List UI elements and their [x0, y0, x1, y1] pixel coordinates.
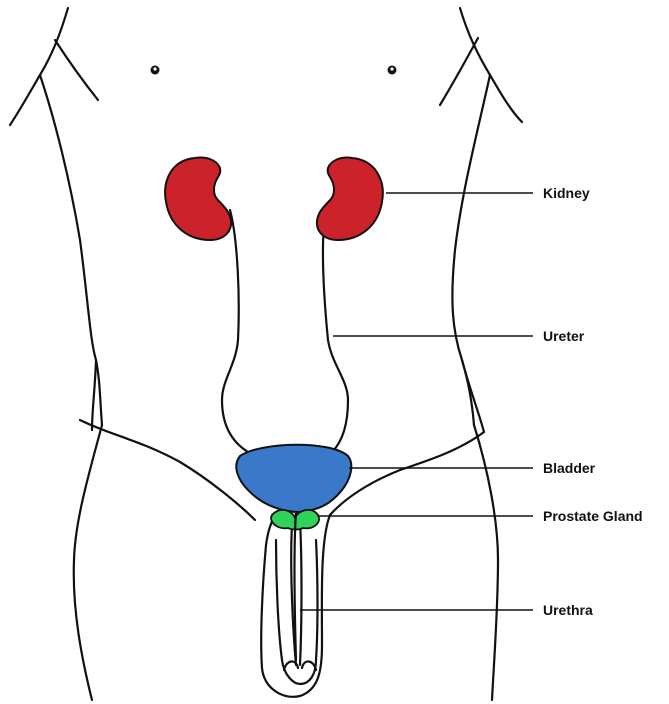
urethra-line	[295, 512, 297, 660]
prostate-gland-label: Prostate Gland	[543, 508, 643, 524]
kidney-left	[165, 157, 231, 240]
ureter-label: Ureter	[543, 328, 585, 344]
urethra-label: Urethra	[543, 602, 593, 618]
nipple-right-icon	[388, 66, 397, 75]
nipple-left-icon	[151, 66, 160, 75]
ureters	[222, 210, 348, 452]
bladder-shape	[236, 445, 351, 512]
torso-outline	[10, 8, 522, 700]
kidney-label: Kidney	[543, 185, 590, 201]
bladder-label: Bladder	[543, 460, 596, 476]
kidney-right	[317, 157, 383, 240]
